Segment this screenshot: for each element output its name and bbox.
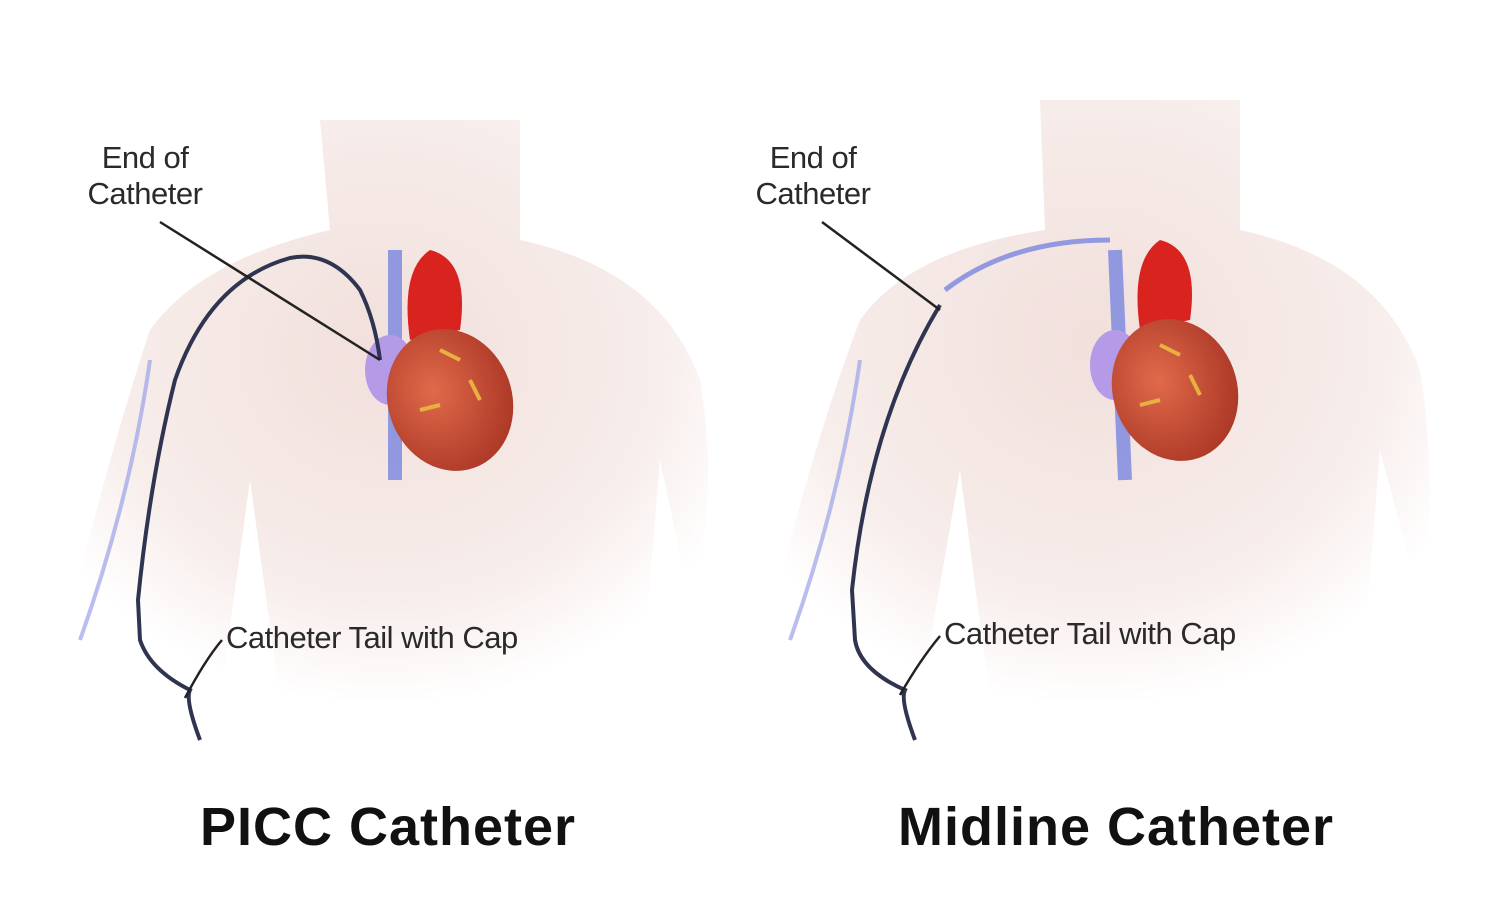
title-midline: Midline Catheter xyxy=(898,797,1335,857)
end-leader-right xyxy=(821,220,941,312)
heart-right xyxy=(1111,319,1239,461)
torso-right xyxy=(760,100,1430,741)
label-line: End of xyxy=(101,140,189,175)
tail-leader-right xyxy=(898,635,941,696)
end-leader-left xyxy=(159,220,381,362)
end-of-catheter-label-left: End of Catheter xyxy=(60,140,230,212)
catheter-right xyxy=(849,303,942,741)
label-line: Catheter xyxy=(87,176,203,211)
label-line: Catheter xyxy=(755,176,871,211)
catheter-left xyxy=(135,254,382,741)
heart-left xyxy=(386,329,514,471)
tail-label-right: Catheter Tail with Cap xyxy=(944,616,1236,651)
tail-label-left: Catheter Tail with Cap xyxy=(226,620,518,655)
tail-leader-left xyxy=(183,639,223,699)
title-picc: PICC Catheter xyxy=(200,797,577,857)
end-of-catheter-label-right: End of Catheter xyxy=(728,140,898,212)
label-line: End of xyxy=(769,140,857,175)
torso-left xyxy=(60,120,708,741)
